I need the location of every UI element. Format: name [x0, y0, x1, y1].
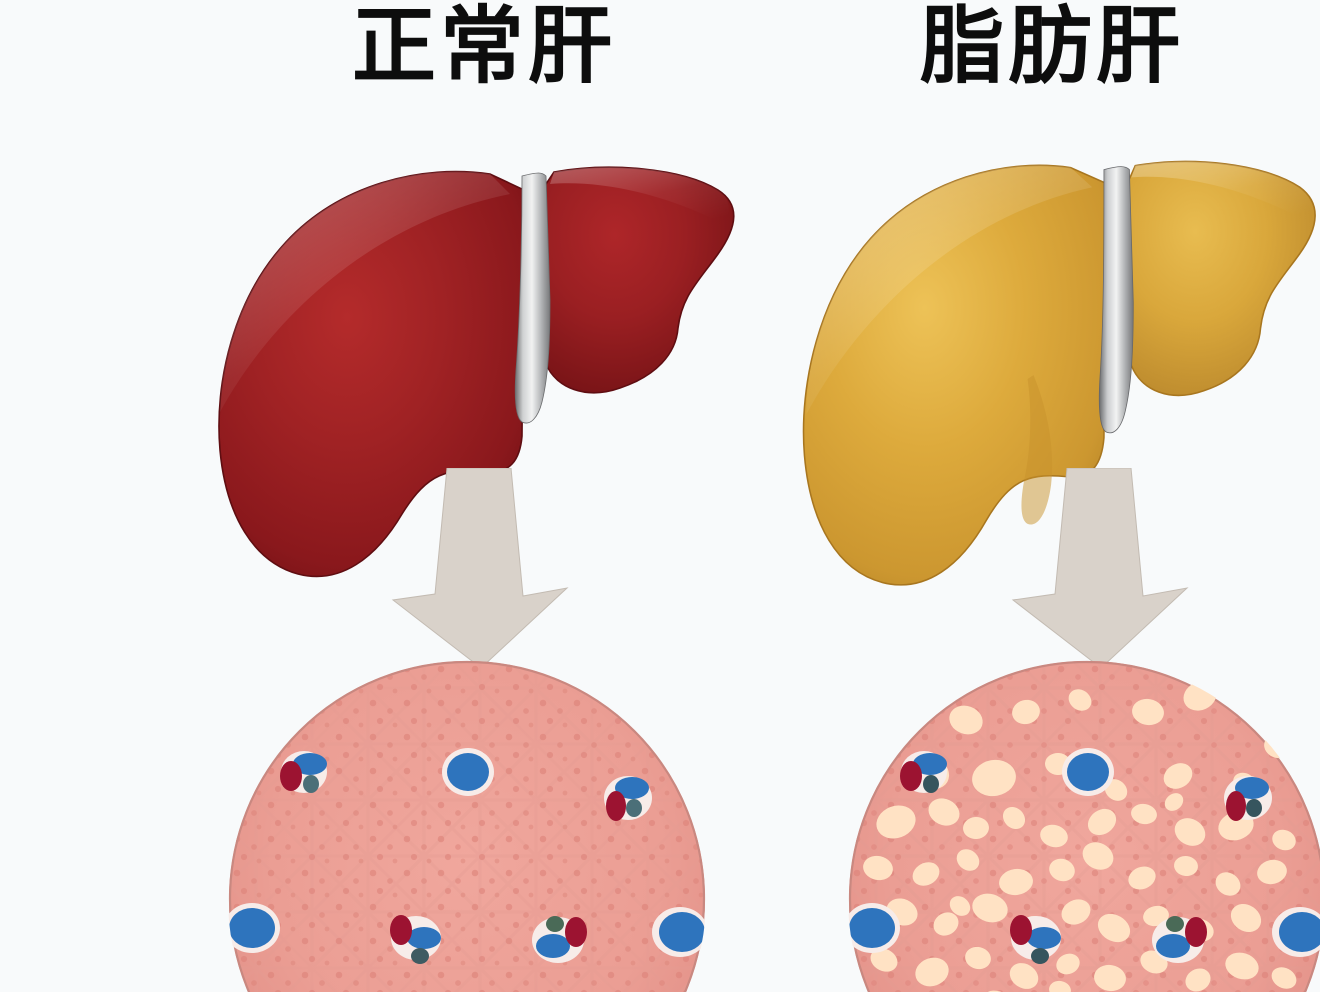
fat-droplet — [1272, 829, 1296, 851]
fatty-liver-surface-fold — [1021, 375, 1053, 525]
fatty-liver-left-lobe — [1126, 160, 1316, 397]
fatty-liver-falciform-ligament — [1098, 166, 1134, 434]
central-vein — [652, 907, 706, 957]
fat-droplet — [1087, 808, 1117, 836]
central-vein — [1062, 748, 1114, 796]
fat-droplet — [1097, 913, 1131, 943]
panel-title-normal-liver: 正常肝 — [352, 0, 617, 95]
fat-droplet — [1131, 803, 1157, 825]
normal-liver-to-tissue-arrow — [385, 468, 575, 668]
fat-droplet — [1009, 963, 1039, 989]
fat-droplet — [1257, 859, 1287, 885]
fat-droplet — [912, 862, 940, 886]
portal-triad — [390, 915, 441, 964]
fat-droplet — [972, 893, 1008, 923]
fat-droplet — [1040, 824, 1068, 848]
fat-droplet — [1068, 689, 1092, 711]
tissue-hepatocyte-nuclei — [229, 661, 705, 992]
panel-title-fatty-liver: 脂肪肝 — [920, 0, 1185, 95]
fat-droplet — [1271, 967, 1297, 989]
fat-droplet — [1174, 855, 1198, 877]
portal-triad — [604, 776, 652, 821]
fat-droplet — [1049, 980, 1071, 992]
fatty-liver-organ-illustration — [775, 150, 1320, 610]
fatty-liver-left-lobe-highlight — [1131, 161, 1311, 221]
fat-droplet — [1164, 793, 1184, 811]
central-vein — [228, 903, 280, 953]
fat-droplet — [963, 816, 989, 840]
fat-droplet — [1094, 964, 1126, 992]
portal-triad — [1152, 916, 1207, 963]
fat-droplet — [928, 798, 960, 826]
normal-liver-tissue-micrograph — [228, 660, 706, 992]
fat-droplet — [915, 957, 949, 987]
normal-liver-right-lobe-highlight — [220, 171, 510, 412]
fat-droplet — [949, 896, 971, 916]
fat-droplet — [956, 849, 980, 871]
normal-liver-falciform-ligament — [514, 172, 551, 424]
normal-liver-organ-illustration — [190, 150, 750, 610]
fatty-liver-to-tissue-arrow — [1005, 468, 1195, 668]
portal-triad — [1224, 776, 1272, 821]
central-vein — [442, 748, 494, 796]
fat-droplet — [1230, 903, 1262, 933]
normal-liver-left-lobe-highlight — [550, 167, 729, 224]
fat-droplet — [863, 855, 893, 881]
fat-droplet — [999, 868, 1033, 896]
arrow-down-icon — [1011, 468, 1189, 668]
fat-droplet — [949, 705, 983, 735]
fat-droplet — [876, 805, 916, 839]
fat-droplet — [1012, 699, 1040, 725]
tissue-disc-border — [228, 660, 706, 992]
portal-triad — [900, 751, 947, 793]
fat-droplet — [1132, 698, 1164, 726]
fat-droplet — [1104, 779, 1128, 801]
fat-droplet — [933, 912, 959, 936]
fat-droplet — [1143, 905, 1169, 927]
fat-droplet — [1056, 953, 1080, 975]
fat-droplet — [1163, 763, 1193, 789]
fatty-liver-right-lobe-highlight — [806, 165, 1093, 415]
fat-droplet — [1002, 806, 1026, 830]
portal-triad — [280, 751, 327, 793]
central-vein — [848, 903, 900, 953]
fat-droplet — [870, 948, 898, 972]
portal-triad — [532, 916, 587, 963]
fat-droplet — [1082, 842, 1114, 870]
fat-droplet — [1061, 899, 1091, 925]
arrow-down-icon — [391, 468, 569, 668]
fat-droplet — [1128, 866, 1156, 890]
portal-triad — [1010, 915, 1061, 964]
fat-droplet — [972, 759, 1016, 797]
fat-droplet — [1185, 968, 1211, 992]
fat-droplet — [1049, 858, 1075, 882]
tissue-disc-border — [848, 660, 1320, 992]
central-vein — [1272, 907, 1320, 957]
fat-droplet — [1174, 818, 1206, 846]
fat-droplet — [965, 946, 991, 970]
fat-droplet — [1215, 872, 1241, 896]
fatty-liver-tissue-micrograph — [848, 660, 1320, 992]
fat-droplet — [1225, 952, 1259, 980]
